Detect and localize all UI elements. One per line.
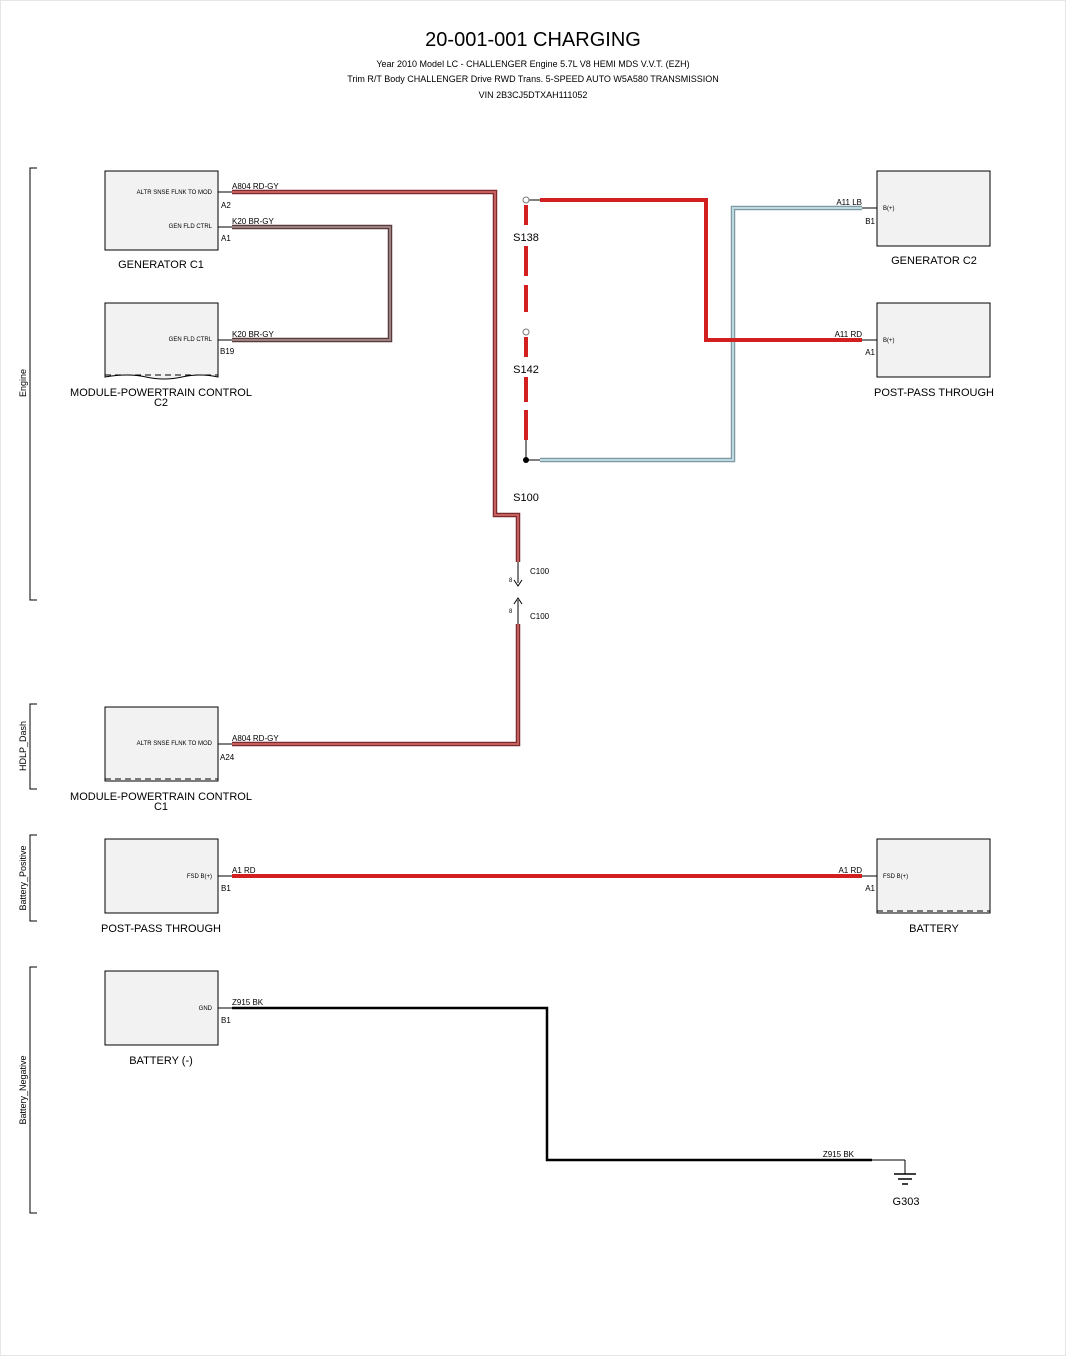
- component-generator-c1: ALTR SNSE FLNK TO MOD A2 GEN FLD CTRL A1…: [104, 170, 232, 271]
- component-label-sub: C1: [154, 801, 168, 813]
- wire-label: A11 RD: [835, 330, 863, 339]
- component-battery: FSD B(+) A1 BATTERY: [862, 838, 991, 935]
- section-hdlp-dash: HDLP_Dash: [18, 703, 37, 790]
- wire-label: A804 RD-GY: [232, 182, 279, 191]
- wire-label: A1 RD: [838, 866, 862, 875]
- section-battery-negative: Battery_Negative: [18, 966, 37, 1214]
- pin-func: B(+): [883, 206, 895, 212]
- ground-label: G303: [893, 1196, 920, 1208]
- component-label: POST-PASS THROUGH: [101, 923, 221, 935]
- wire-label: A1 RD: [232, 866, 256, 875]
- component-label: BATTERY: [909, 923, 959, 935]
- pin-id: A1: [865, 348, 875, 357]
- splice-label-s100: S100: [513, 492, 539, 504]
- wire-a804-rd-gy-engine: [232, 189, 521, 562]
- pin-id: B1: [221, 884, 231, 893]
- subtitle-vin: VIN 2B3CJ5DTXAH111052: [478, 90, 588, 100]
- wire-a11-lb: [526, 205, 862, 463]
- splice-node-s138: [522, 196, 530, 204]
- pin-id: A24: [220, 753, 235, 762]
- component-label-sub: C2: [154, 397, 168, 409]
- section-battery-positive: Battery_Positive: [18, 834, 37, 922]
- section-label-battery-negative: Battery_Negative: [18, 1055, 28, 1124]
- splice-node-junction: [523, 457, 529, 463]
- wire-label: K20 BR-GY: [232, 217, 274, 226]
- section-label-hdlp-dash: HDLP_Dash: [18, 721, 28, 771]
- pin-id: A1: [865, 884, 875, 893]
- component-label: POST-PASS THROUGH: [874, 387, 994, 399]
- component-label: MODULE-POWERTRAIN CONTROL: [70, 387, 252, 399]
- pin-id: B1: [221, 1016, 231, 1025]
- section-label-engine: Engine: [18, 369, 28, 397]
- subtitle-trim: Trim R/T Body CHALLENGER Drive RWD Trans…: [347, 74, 719, 84]
- wire-label: A11 LB: [836, 198, 862, 207]
- c100-top-pin: 8: [509, 578, 513, 584]
- component-label: GENERATOR C1: [118, 259, 204, 271]
- component-post-pass-through-engine: B(+) A1 POST-PASS THROUGH: [862, 302, 994, 399]
- splice-vertical-segments: [522, 196, 530, 463]
- diagram-title: 20-001-001 CHARGING: [425, 29, 641, 51]
- splice-label-s138: S138: [513, 232, 539, 244]
- pin-id: B1: [865, 217, 875, 226]
- wire-a804-rd-gy-dash: [232, 624, 521, 747]
- pin-func: FSD B(+): [883, 874, 908, 880]
- wire-k20-br-gy: [232, 224, 393, 343]
- wire-label: A804 RD-GY: [232, 734, 279, 743]
- component-generator-c2: B(+) B1 GENERATOR C2: [862, 170, 991, 267]
- wire-label: Z915 BK: [823, 1150, 855, 1159]
- pin-id: A1: [221, 234, 231, 243]
- c100-top-label: C100: [530, 567, 550, 576]
- pin-func: GND: [199, 1006, 213, 1012]
- component-post-pass-through-battery: FSD B(+) B1 POST-PASS THROUGH: [101, 838, 232, 935]
- pin-func: FSD B(+): [187, 874, 212, 880]
- component-pcm-c1: ALTR SNSE FLNK TO MOD A24 MODULE-POWERTR…: [70, 706, 252, 813]
- connector-c100-top: C100 8: [509, 562, 550, 587]
- pin-id: A2: [221, 201, 231, 210]
- component-label: BATTERY (-): [129, 1055, 193, 1067]
- pin-id: B19: [220, 347, 235, 356]
- ground-symbol-icon: [894, 1160, 916, 1185]
- pin-func: ALTR SNSE FLNK TO MOD: [137, 190, 213, 196]
- section-engine: Engine: [18, 167, 37, 601]
- connector-c100-bottom: C100 8: [509, 597, 550, 624]
- pin-func: B(+): [883, 338, 895, 344]
- pin-func: GEN FLD CTRL: [169, 224, 213, 230]
- component-battery-negative: GND B1 BATTERY (-): [104, 970, 232, 1067]
- pin-func: ALTR SNSE FLNK TO MOD: [137, 741, 213, 747]
- c100-bottom-pin: 8: [509, 609, 513, 615]
- pin-func: GEN FLD CTRL: [169, 337, 213, 343]
- subtitle-vehicle: Year 2010 Model LC - CHALLENGER Engine 5…: [376, 59, 690, 69]
- c100-bottom-label: C100: [530, 612, 550, 621]
- splice-label-s142: S142: [513, 364, 539, 376]
- wire-label: Z915 BK: [232, 998, 264, 1007]
- section-label-battery-positive: Battery_Positive: [18, 845, 28, 910]
- splice-node-s142: [522, 328, 530, 336]
- wire-label: K20 BR-GY: [232, 330, 274, 339]
- component-pcm-c2: GEN FLD CTRL B19 MODULE-POWERTRAIN CONTR…: [70, 302, 252, 409]
- component-label: GENERATOR C2: [891, 255, 977, 267]
- component-label: MODULE-POWERTRAIN CONTROL: [70, 791, 252, 803]
- wire-z915-bk: [232, 1006, 905, 1162]
- wire-a11-rd: [526, 198, 862, 342]
